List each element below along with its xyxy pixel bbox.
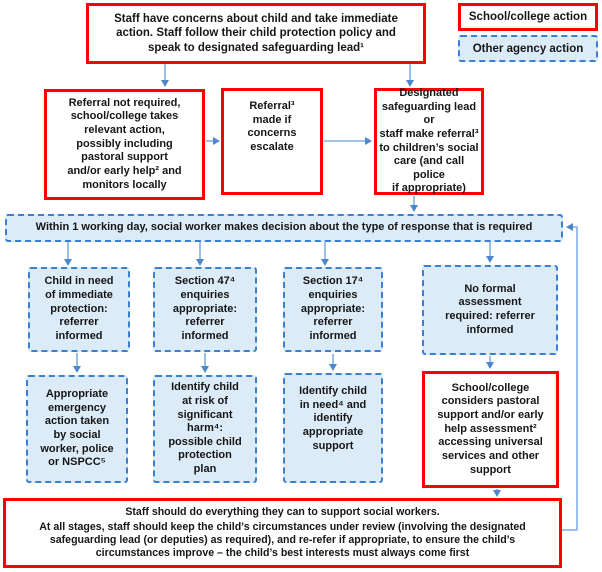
arrow-banner-to-decision-1 xyxy=(64,242,72,266)
referral-not-required-text: Referral not required, school/college ta… xyxy=(67,96,182,191)
dsl-referral-box: Designated safeguarding lead or staff ma… xyxy=(374,87,484,195)
arrow-escalate-to-dsl xyxy=(324,137,372,145)
decision-section-17-box: Section 17⁴ enquiries appropriate: refer… xyxy=(283,267,383,352)
arrow-footer-loop-to-banner xyxy=(562,223,578,531)
decision-immediate-protection-box: Child in need of immediate protection: r… xyxy=(28,267,130,352)
arrow-top-to-no-referral xyxy=(161,64,169,87)
decision-section-47-text: Section 47⁴ enquiries appropriate: refer… xyxy=(172,275,238,342)
arrow-decision-1-to-action-1 xyxy=(73,353,81,373)
arrow-banner-to-decision-4 xyxy=(486,242,494,263)
action-child-in-need-box: Identify child in need⁴ and identify app… xyxy=(283,373,383,483)
social-worker-decision-banner: Within 1 working day, social worker make… xyxy=(5,214,563,242)
legend-school-college: School/college action xyxy=(458,3,598,31)
referral-not-required-box: Referral not required, school/college ta… xyxy=(44,89,205,200)
footer-review-box: Staff should do everything they can to s… xyxy=(3,498,562,568)
legend-other-agency-label: Other agency action xyxy=(472,42,584,55)
footer-review-content: Staff should do everything they can to s… xyxy=(10,506,555,561)
arrow-top-to-dsl xyxy=(406,64,414,87)
dsl-referral-text: Designated safeguarding lead or staff ma… xyxy=(379,87,479,195)
action-emergency-text: Appropriate emergency action taken by so… xyxy=(40,388,114,469)
arrow-dsl-to-banner xyxy=(410,196,418,212)
action-significant-harm-box: Identify child at risk of significant ha… xyxy=(153,375,257,483)
referral-made-text: Referral³ made if concerns escalate xyxy=(247,100,297,153)
arrow-decision-2-to-action-2 xyxy=(201,353,209,373)
decision-section-47-box: Section 47⁴ enquiries appropriate: refer… xyxy=(153,267,257,352)
staff-concerns-box: Staff have concerns about child and take… xyxy=(86,3,426,64)
referral-made-box: Referral³ made if concerns escalate xyxy=(221,88,323,195)
legend-other-agency: Other agency action xyxy=(458,35,598,62)
footer-review-body: At all stages, staff should keep the chi… xyxy=(39,520,526,560)
decision-no-assessment-text: No formal assessment required: referrer … xyxy=(445,282,535,336)
action-emergency-box: Appropriate emergency action taken by so… xyxy=(26,375,128,483)
arrow-banner-to-decision-2 xyxy=(196,242,204,266)
arrow-pastoral-to-footer xyxy=(493,489,501,497)
arrow-decision-3-to-action-3 xyxy=(329,354,337,371)
arrow-no-referral-to-escalate xyxy=(206,137,220,145)
arrow-decision-4-to-action-4 xyxy=(486,356,494,369)
arrow-banner-to-decision-3 xyxy=(321,242,329,266)
action-child-in-need-text: Identify child in need⁴ and identify app… xyxy=(299,385,367,452)
decision-section-17-text: Section 17⁴ enquiries appropriate: refer… xyxy=(300,275,366,342)
action-pastoral-support-text: School/college considers pastoral suppor… xyxy=(437,381,544,476)
footer-review-line1: Staff should do everything they can to s… xyxy=(125,505,440,518)
social-worker-decision-text: Within 1 working day, social worker make… xyxy=(35,221,533,234)
decision-no-assessment-box: No formal assessment required: referrer … xyxy=(422,265,558,355)
action-significant-harm-text: Identify child at risk of significant ha… xyxy=(168,381,242,476)
legend-school-college-label: School/college action xyxy=(468,11,588,23)
staff-concerns-text: Staff have concerns about child and take… xyxy=(114,13,398,54)
action-pastoral-support-box: School/college considers pastoral suppor… xyxy=(422,371,559,488)
decision-immediate-protection-text: Child in need of immediate protection: r… xyxy=(44,275,114,342)
